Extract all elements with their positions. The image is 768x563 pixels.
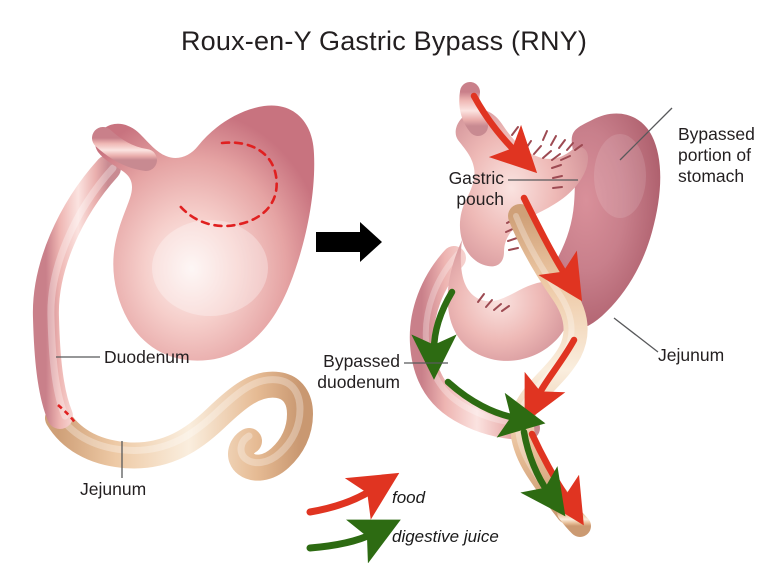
- juice-arrow-duodenum-descending: [411, 288, 457, 380]
- page-title: Roux-en-Y Gastric Bypass (RNY): [180, 26, 588, 56]
- transition-arrow: [316, 222, 382, 262]
- legend-label-digestive-juice: digestive juice: [392, 527, 499, 546]
- left-duodenum-shape: [32, 155, 121, 429]
- food-arrow-esophagus: [470, 92, 538, 174]
- label-bypassed-stomach: Bypassed portion of stomach: [678, 124, 755, 186]
- label-gastric-pouch: Gastric pouch: [448, 168, 504, 209]
- left-esophagus-shape: [92, 127, 157, 171]
- juice-arrow-common-channel: [520, 428, 566, 517]
- right-panel-rny-anatomy: [404, 82, 673, 537]
- label-duodenum-left: Duodenum: [104, 347, 190, 367]
- remnant-stomach-lower-shape: [447, 240, 571, 361]
- left-jejunum-shape: [45, 371, 314, 481]
- label-jejunum-left: Jejunum: [80, 479, 147, 499]
- juice-arrow-duodenum-to-junction: [444, 378, 546, 438]
- staple-line-remnant: [542, 130, 583, 189]
- gastric-pouch-shape: [455, 109, 588, 267]
- label-jejunum-right: Jejunum: [658, 345, 725, 365]
- food-arrow-pouch-to-roux: [520, 194, 583, 302]
- legend-food-arrow: [306, 472, 400, 520]
- legend-juice-arrow: [306, 519, 401, 563]
- food-arrow-roux-descending: [524, 336, 578, 423]
- left-duodenojejunal-cut-line: [57, 404, 78, 425]
- label-bypassed-duodenum: Bypassed duodenum: [317, 351, 400, 392]
- leader-line-bypassed-stomach: [619, 107, 673, 161]
- left-panel-normal-anatomy: [32, 105, 315, 481]
- leader-line-jejunum-right: [613, 317, 659, 353]
- legend-arrows: [306, 472, 401, 563]
- common-channel-tip: [557, 501, 591, 537]
- right-esophagus-shape: [459, 82, 488, 136]
- left-pouch-cut-line: [178, 141, 278, 228]
- staple-line-remnant-lower: [477, 293, 510, 312]
- legend-label-food: food: [392, 488, 426, 507]
